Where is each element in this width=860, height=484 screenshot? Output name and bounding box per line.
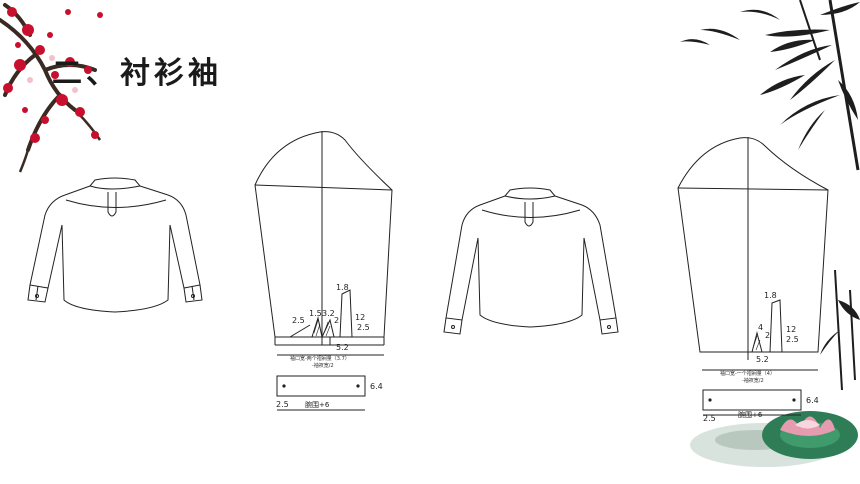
label-top-small-2: 1.8	[764, 291, 777, 300]
plum-blossom-decoration	[0, 3, 103, 173]
label-right-a-1: 12	[355, 313, 365, 322]
label-mid-a-1: 1.5	[309, 309, 322, 318]
label-width-line2-2: -袖衩宽/2	[742, 377, 764, 384]
cuff-label-2: 腕围+6	[738, 410, 763, 419]
label-width-line1-1: 袖口宽-两个褶裥量（3.7）	[290, 355, 350, 362]
cuff-side-2: 2.5	[703, 414, 716, 423]
label-right-b-2: 2.5	[786, 335, 799, 344]
cuff-pattern-2	[702, 389, 802, 411]
sleeve-pattern-2	[677, 137, 829, 371]
label-top-small-1: 1.8	[336, 283, 349, 292]
label-width-line2-1: -袖衩宽/2	[312, 362, 334, 369]
label-bottom-2: 5.2	[756, 355, 769, 364]
cuff-label-1: 腕围+6	[305, 400, 330, 409]
bamboo-decoration	[680, 0, 860, 171]
label-mid-a-2: 4	[758, 323, 763, 332]
label-width-line1-2: 袖口宽-一个褶裥量（4）	[720, 370, 775, 377]
cuff-height-2: 6.4	[806, 396, 819, 405]
lotus-decoration	[690, 270, 860, 467]
sleeve-pattern-1	[254, 131, 393, 356]
label-right-b-1: 2.5	[357, 323, 370, 332]
label-mid-b-2: 2	[765, 331, 770, 340]
label-mid-b-1: 3.2	[322, 309, 335, 318]
label-right-a-2: 12	[786, 325, 796, 334]
shirt-back-illustration-1	[27, 177, 203, 313]
label-left-small-1: 2.5	[292, 316, 305, 325]
cuff-height-1: 6.4	[370, 382, 383, 391]
cuff-side-1: 2.5	[276, 400, 289, 409]
shirt-back-illustration-2	[443, 187, 619, 335]
label-mid-c-1: 2	[334, 316, 339, 325]
slide-title: 二、衬衫袖	[52, 56, 222, 91]
label-bottom-1: 5.2	[336, 343, 349, 352]
cuff-pattern-1	[276, 375, 366, 397]
